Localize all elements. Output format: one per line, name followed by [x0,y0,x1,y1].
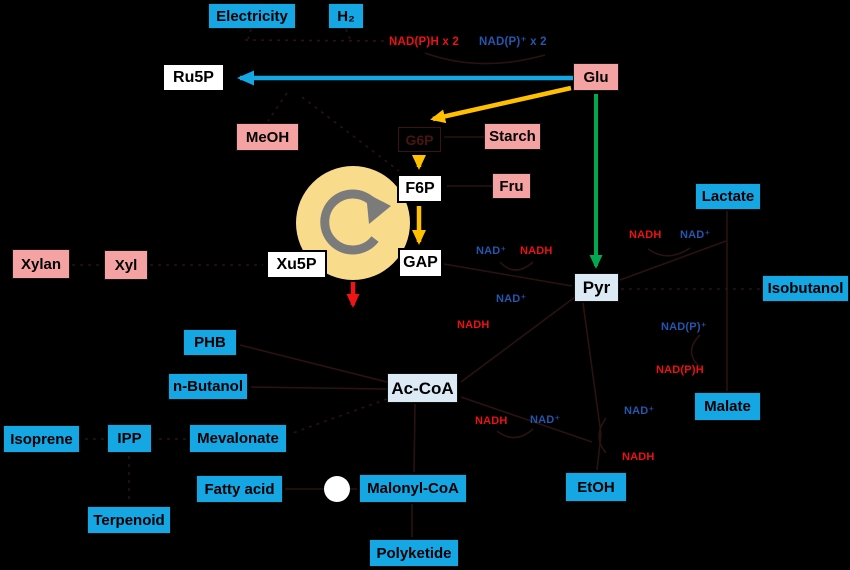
node-mevalonate: Mevalonate [189,424,287,453]
node-malate: Malate [694,392,761,421]
node-xylan: Xylan [12,249,70,279]
multistep-node [324,476,350,502]
cofactor-label-nad-gap: NAD⁺ [476,245,507,257]
trace-arc-acald [496,428,534,439]
trace-electricity-down [247,28,252,40]
cofactor-label-nadh-accoa: NADH [457,319,490,331]
trace-accoa-nbutanol [250,386,388,390]
arrow-glu-to-g6p [430,85,572,124]
cofactor-label-nadph-malate: NAD(P)H [656,364,704,376]
trace-accoa-acald [460,396,593,443]
node-fattyacid: Fatty acid [196,475,283,503]
trace-arc-etoh [598,417,607,454]
cofactor-label-nadph-x2: NAD(P)H x 2 [389,36,459,48]
cofactor-label-nadp-malate: NAD(P)⁺ [661,321,707,333]
cycle-rotate-icon-arrowhead [366,193,391,224]
trace-accoa-mevalonate [289,398,388,435]
node-isoprene: Isoprene [3,425,80,453]
node-meoh: MeOH [236,123,299,151]
trace-pyr-lactate [619,240,727,281]
cbb-cycle [296,166,410,502]
trace-energy-nadph [244,39,386,42]
trace-pyr-accoa [460,296,576,383]
node-starch: Starch [484,123,541,150]
cofactor-label-nadh-acald: NADH [475,415,508,427]
node-ipp: IPP [107,424,152,453]
trace-meoh-up [267,92,288,122]
cofactor-label-nad-etoh: NAD⁺ [624,405,655,417]
trace-acald-etoh [596,433,602,471]
trace-h2-down [345,28,351,40]
trace-arc-malate [690,334,701,368]
node-g6p: G6P [398,127,441,152]
cofactor-label-nad-lactate: NAD⁺ [680,229,711,241]
node-isobutanol: Isobutanol [762,275,849,302]
trace-pyr-acald [582,302,602,435]
node-phb: PHB [183,329,237,356]
trace-meoh-f6p [301,96,400,172]
trace-accoa-phb [239,344,388,383]
node-lactate: Lactate [695,183,761,210]
colored-arrows [237,70,603,308]
node-etoh: EtOH [565,472,627,502]
node-xu5p: Xu5P [266,250,327,279]
node-pyr: Pyr [574,273,619,302]
faint-trace-lines [72,28,760,537]
node-fru: Fru [492,173,531,199]
node-polyketide: Polyketide [369,539,459,567]
node-glu: Glu [573,63,619,91]
trace-gap-pyr [443,263,573,287]
trace-accoa-malonylcoa [413,403,416,473]
node-malonylcoa: Malonyl-CoA [359,474,467,503]
cycle-rotate-icon [320,189,379,255]
node-nbutanol: n-Butanol [168,373,248,400]
cofactor-label-nadh-lactate: NADH [629,229,662,241]
node-f6p: F6P [397,174,443,203]
node-accoa: Ac-CoA [387,373,458,403]
cofactor-label-nadh-etoh: NADH [622,451,655,463]
trace-arc-gap-pyr [499,261,534,271]
node-ru5p: Ru5P [162,63,225,92]
node-gap: GAP [398,248,443,278]
trace-arc-nadph-top [424,52,546,65]
node-terpenoid: Terpenoid [87,506,171,534]
node-electricity: Electricity [208,3,296,29]
cofactor-label-nad-acald: NAD⁺ [530,414,561,426]
node-h2: H₂ [328,3,364,29]
cofactor-label-nadp-x2: NAD(P)⁺ x 2 [479,36,547,48]
cofactor-label-nadh-gap: NADH [520,245,553,257]
cofactor-label-nad-accoa: NAD⁺ [496,293,527,305]
node-xyl: Xyl [104,250,148,280]
trace-arc-pyr-lactate [647,247,691,257]
